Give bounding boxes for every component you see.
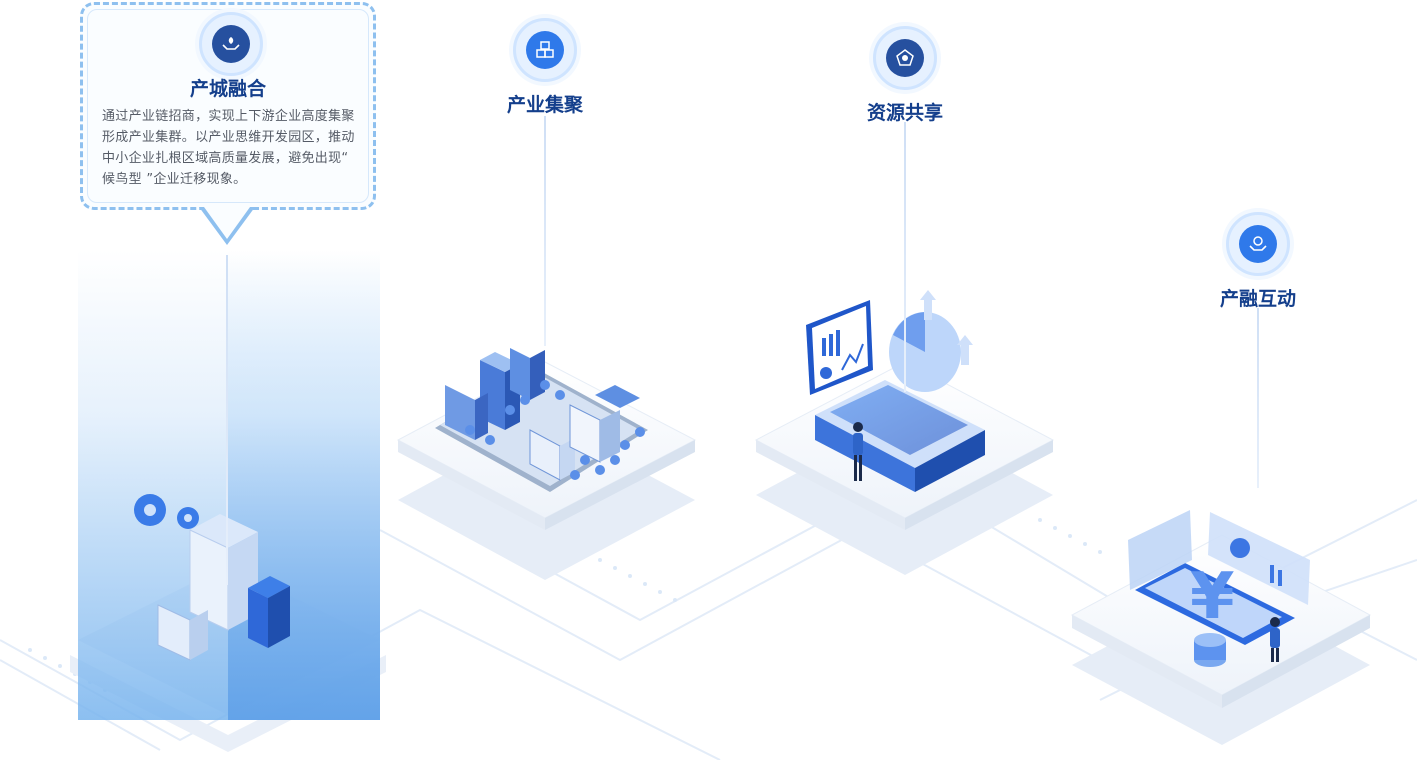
resource-sharing-badge — [873, 26, 937, 90]
callout-title: 产城融合 — [189, 78, 266, 100]
node-title: 产融互动 — [1219, 288, 1296, 310]
shared-network-icon — [896, 49, 914, 66]
platform-city — [396, 348, 697, 580]
connector-line — [904, 122, 906, 392]
feature-node-industry-cluster[interactable]: 产业集聚 — [494, 18, 596, 117]
platform-finance: ¥ — [1070, 510, 1372, 745]
industry-cluster-badge — [513, 18, 577, 82]
callout-badge — [199, 12, 263, 76]
connector-line — [544, 116, 546, 346]
feature-node-resource-sharing[interactable]: 资源共享 — [854, 26, 956, 125]
platform-data — [754, 290, 1055, 575]
connector-line — [1257, 308, 1259, 488]
gear-icon — [134, 494, 199, 529]
feature-node-industry-finance[interactable]: 产融互动 — [1207, 212, 1309, 311]
svg-text:¥: ¥ — [1190, 560, 1235, 634]
node-title: 产业集聚 — [506, 94, 583, 116]
callout-body: 通过产业链招商，实现上下游企业高度集聚形成产业集群。以产业思维开发园区，推动中小… — [102, 109, 355, 187]
server-illustration — [134, 494, 290, 661]
node-title: 资源共享 — [866, 102, 943, 124]
cubes-icon — [536, 41, 554, 58]
hands-plant-icon — [222, 37, 240, 50]
glass-column-side — [228, 250, 380, 720]
server-rack-icon — [157, 514, 290, 661]
industry-finance-badge — [1226, 212, 1290, 276]
hands-coin-icon — [1249, 236, 1267, 251]
connector-line — [226, 255, 228, 585]
